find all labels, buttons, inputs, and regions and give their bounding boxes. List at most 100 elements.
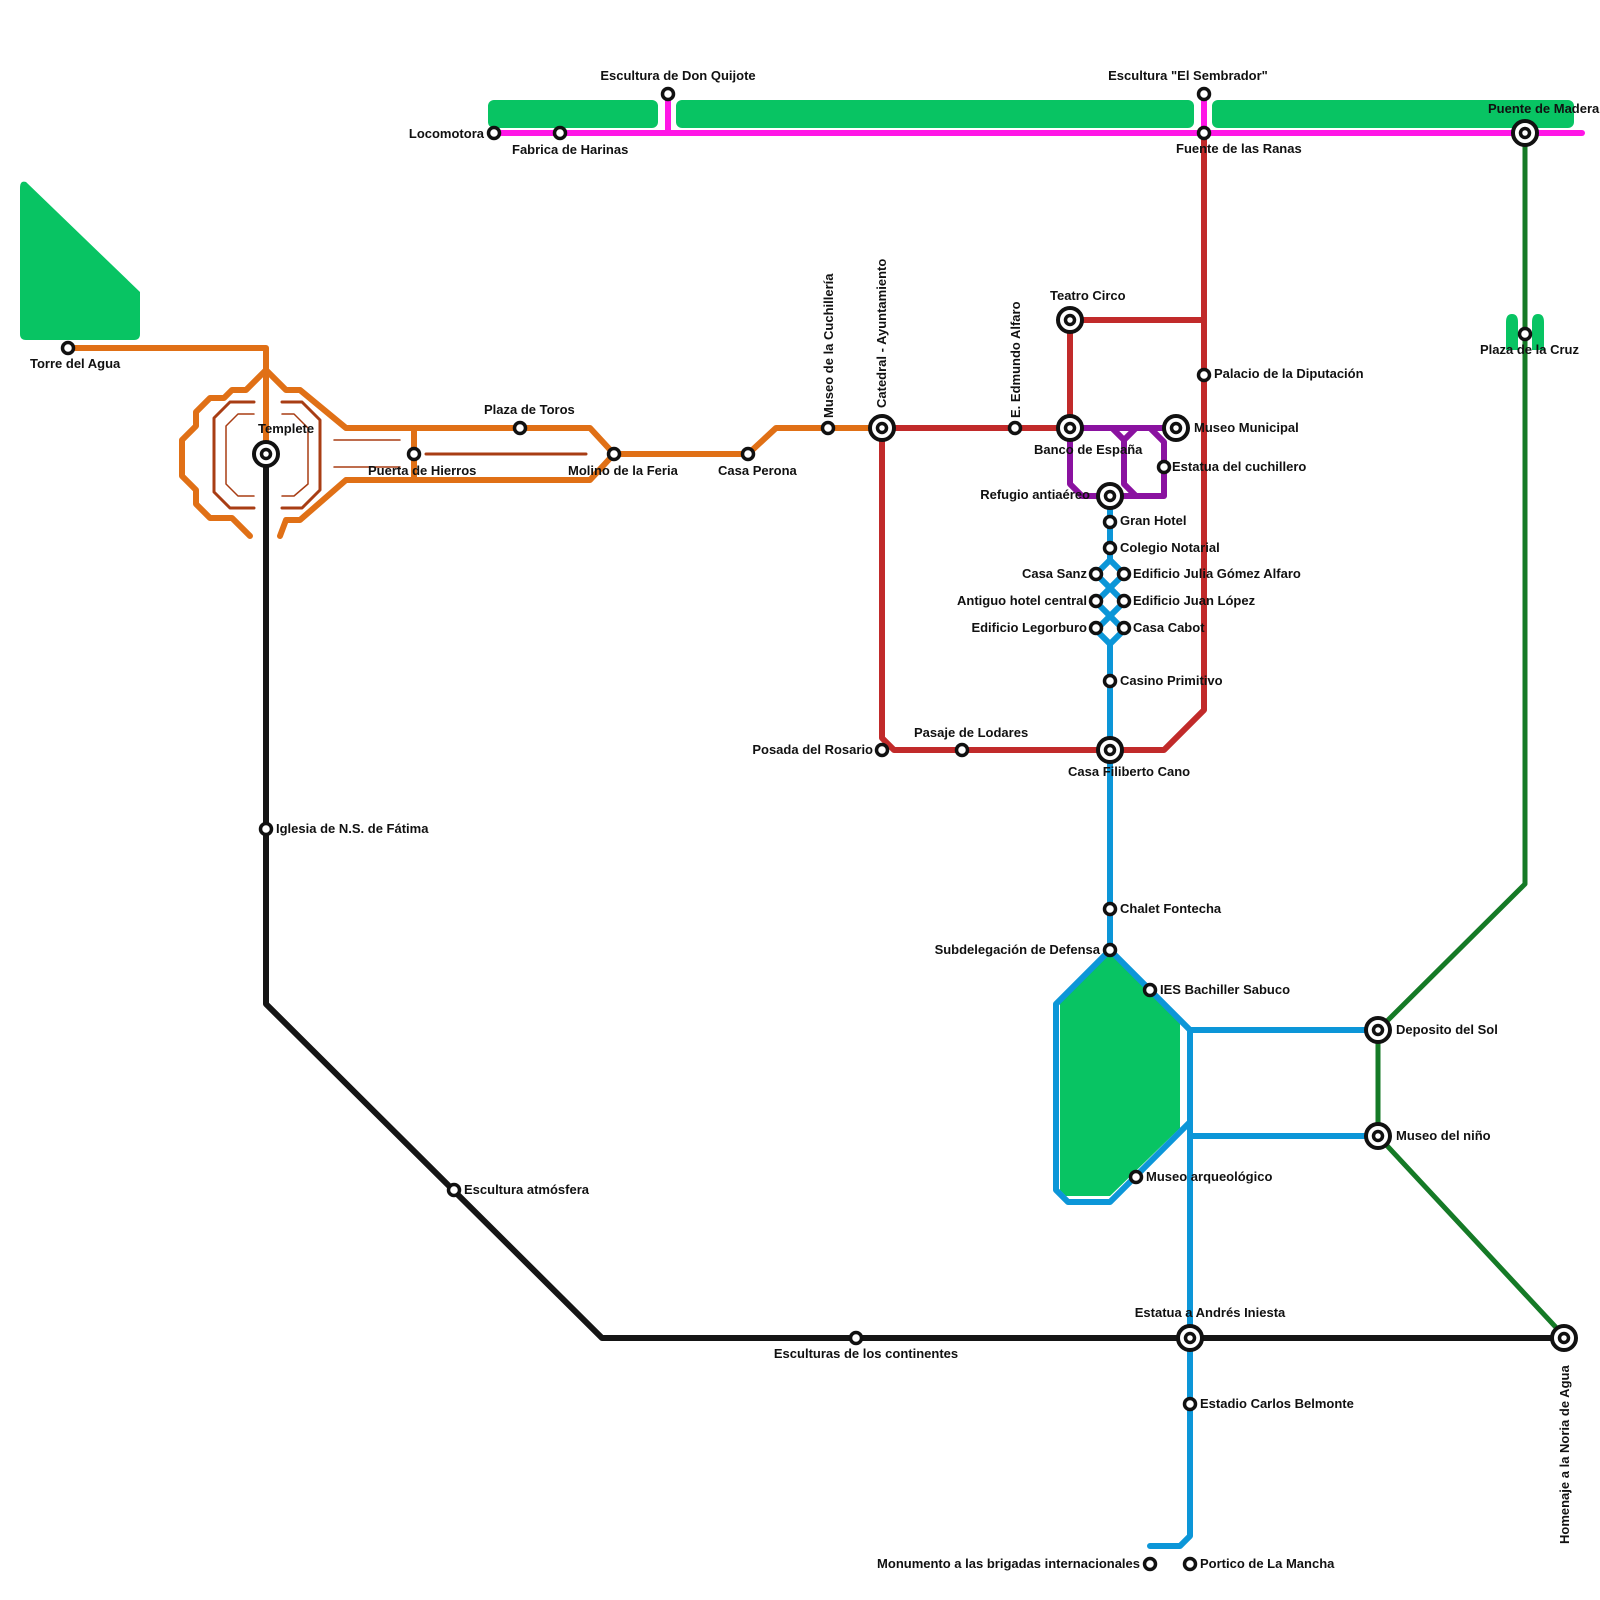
station-ies-sabuco[interactable] bbox=[1142, 982, 1158, 998]
label-templete: Templete bbox=[258, 421, 314, 436]
label-casa-cabot: Casa Cabot bbox=[1133, 620, 1205, 635]
label-museo-cuchilleria: Museo de la Cuchillería bbox=[821, 273, 836, 418]
station-estadio-belmonte[interactable] bbox=[1182, 1396, 1198, 1412]
label-teatro-circo: Teatro Circo bbox=[1050, 288, 1126, 303]
station-posada-rosario[interactable] bbox=[874, 742, 890, 758]
station-refugio[interactable] bbox=[1096, 482, 1124, 510]
park-torre-agua bbox=[20, 181, 140, 340]
station-casa-perona[interactable] bbox=[740, 446, 756, 462]
label-subdelegacion: Subdelegación de Defensa bbox=[935, 942, 1101, 957]
label-puerta-hierros: Puerta de Hierros bbox=[368, 463, 476, 478]
station-banco-espana[interactable] bbox=[1056, 414, 1084, 442]
park-top-middle bbox=[676, 100, 1194, 128]
label-julia-gomez: Edificio Julia Gómez Alfaro bbox=[1133, 566, 1301, 581]
label-colegio-notarial: Colegio Notarial bbox=[1120, 540, 1220, 555]
station-juan-lopez[interactable] bbox=[1116, 593, 1132, 609]
station-filiberto-cano[interactable] bbox=[1096, 736, 1124, 764]
station-teatro-circo[interactable] bbox=[1056, 306, 1084, 334]
label-escultura-atmosfera: Escultura atmósfera bbox=[464, 1182, 590, 1197]
station-colegio-notarial[interactable] bbox=[1102, 540, 1118, 556]
label-deposito-sol: Deposito del Sol bbox=[1396, 1022, 1498, 1037]
label-don-quijote: Escultura de Don Quijote bbox=[600, 68, 755, 83]
line-orange bbox=[65, 345, 885, 539]
station-chalet-fontecha[interactable] bbox=[1102, 901, 1118, 917]
station-casa-cabot[interactable] bbox=[1116, 620, 1132, 636]
station-noria-agua[interactable] bbox=[1550, 1324, 1578, 1352]
park-plaza-cruz bbox=[1506, 314, 1544, 350]
station-locomotora[interactable] bbox=[486, 125, 502, 141]
station-edmundo-alfaro[interactable] bbox=[1007, 420, 1023, 436]
station-brigadas[interactable] bbox=[1142, 1556, 1158, 1572]
station-casino-primitivo[interactable] bbox=[1102, 673, 1118, 689]
station-escultura-atmosfera[interactable] bbox=[446, 1182, 462, 1198]
line-black bbox=[263, 445, 1567, 1341]
station-museo-arqueologico[interactable] bbox=[1128, 1169, 1144, 1185]
label-banco-espana: Banco de España bbox=[1034, 442, 1143, 457]
label-edmundo-alfaro: E. Edmundo Alfaro bbox=[1008, 301, 1023, 418]
park-top-right bbox=[1212, 100, 1574, 128]
station-esculturas-continentes[interactable] bbox=[848, 1330, 864, 1346]
label-molino-feria: Molino de la Feria bbox=[568, 463, 679, 478]
label-brigadas: Monumento a las brigadas internacionales bbox=[877, 1556, 1140, 1571]
label-catedral: Catedral - Ayuntamiento bbox=[874, 259, 889, 408]
station-pasaje-lodares[interactable] bbox=[954, 742, 970, 758]
parks bbox=[20, 100, 1574, 1196]
station-museo-municipal[interactable] bbox=[1162, 414, 1190, 442]
label-plaza-toros: Plaza de Toros bbox=[484, 402, 575, 417]
label-noria-agua: Homenaje a la Noria de Agua bbox=[1557, 1365, 1572, 1544]
label-museo-nino: Museo del niño bbox=[1396, 1128, 1491, 1143]
label-pasaje-lodares: Pasaje de Lodares bbox=[914, 725, 1028, 740]
station-gran-hotel[interactable] bbox=[1102, 514, 1118, 530]
label-fabrica-harinas: Fabrica de Harinas bbox=[512, 142, 628, 157]
station-puerta-hierros[interactable] bbox=[406, 446, 422, 462]
station-museo-nino[interactable] bbox=[1364, 1122, 1392, 1150]
label-ies-sabuco: IES Bachiller Sabuco bbox=[1160, 982, 1290, 997]
label-casino-primitivo: Casino Primitivo bbox=[1120, 673, 1223, 688]
station-fuente-ranas[interactable] bbox=[1196, 125, 1212, 141]
label-museo-municipal: Museo Municipal bbox=[1194, 420, 1299, 435]
station-plaza-cruz[interactable] bbox=[1517, 326, 1533, 342]
label-legorburo: Edificio Legorburo bbox=[971, 620, 1087, 635]
station-julia-gomez[interactable] bbox=[1116, 566, 1132, 582]
station-fabrica-harinas[interactable] bbox=[552, 125, 568, 141]
station-museo-cuchilleria[interactable] bbox=[820, 420, 836, 436]
label-iglesia-fatima: Iglesia de N.S. de Fátima bbox=[276, 821, 429, 836]
station-andres-iniesta[interactable] bbox=[1176, 1324, 1204, 1352]
station-el-sembrador[interactable] bbox=[1196, 86, 1212, 102]
label-filiberto-cano: Casa Filiberto Cano bbox=[1068, 764, 1190, 779]
station-legorburo[interactable] bbox=[1088, 620, 1104, 636]
station-palacio-diputacion[interactable] bbox=[1196, 367, 1212, 383]
station-molino-feria[interactable] bbox=[606, 446, 622, 462]
station-iglesia-fatima[interactable] bbox=[258, 821, 274, 837]
label-posada-rosario: Posada del Rosario bbox=[752, 742, 873, 757]
label-andres-iniesta: Estatua a Andrés Iniesta bbox=[1135, 1305, 1286, 1320]
label-antiguo-hotel: Antiguo hotel central bbox=[957, 593, 1087, 608]
label-palacio-diputacion: Palacio de la Diputación bbox=[1214, 366, 1364, 381]
label-chalet-fontecha: Chalet Fontecha bbox=[1120, 901, 1222, 916]
label-museo-arqueologico: Museo arqueológico bbox=[1146, 1169, 1272, 1184]
label-refugio: Refugio antiaéreo bbox=[980, 487, 1090, 502]
station-don-quijote[interactable] bbox=[660, 86, 676, 102]
label-locomotora: Locomotora bbox=[409, 126, 485, 141]
line-green bbox=[1375, 130, 1567, 1339]
station-casa-sanz[interactable] bbox=[1088, 566, 1104, 582]
station-catedral[interactable] bbox=[868, 414, 896, 442]
label-puente-madera: Puente de Madera bbox=[1488, 101, 1600, 116]
station-deposito-sol[interactable] bbox=[1364, 1016, 1392, 1044]
station-puente-madera[interactable] bbox=[1511, 119, 1539, 147]
interchange-stations bbox=[252, 119, 1578, 1352]
station-antiguo-hotel[interactable] bbox=[1088, 593, 1104, 609]
line-red bbox=[879, 130, 1207, 753]
label-esculturas-continentes: Esculturas de los continentes bbox=[774, 1346, 958, 1361]
station-estatua-cuchillero[interactable] bbox=[1156, 459, 1172, 475]
station-portico-mancha[interactable] bbox=[1182, 1556, 1198, 1572]
label-gran-hotel: Gran Hotel bbox=[1120, 513, 1186, 528]
labels: Locomotora Fabrica de Harinas Escultura … bbox=[30, 68, 1600, 1571]
label-juan-lopez: Edificio Juan López bbox=[1133, 593, 1256, 608]
station-plaza-toros[interactable] bbox=[512, 420, 528, 436]
label-portico-mancha: Portico de La Mancha bbox=[1200, 1556, 1335, 1571]
station-torre-agua[interactable] bbox=[60, 340, 76, 356]
station-templete[interactable] bbox=[252, 440, 280, 468]
station-subdelegacion[interactable] bbox=[1102, 942, 1118, 958]
stations bbox=[60, 86, 1533, 1572]
